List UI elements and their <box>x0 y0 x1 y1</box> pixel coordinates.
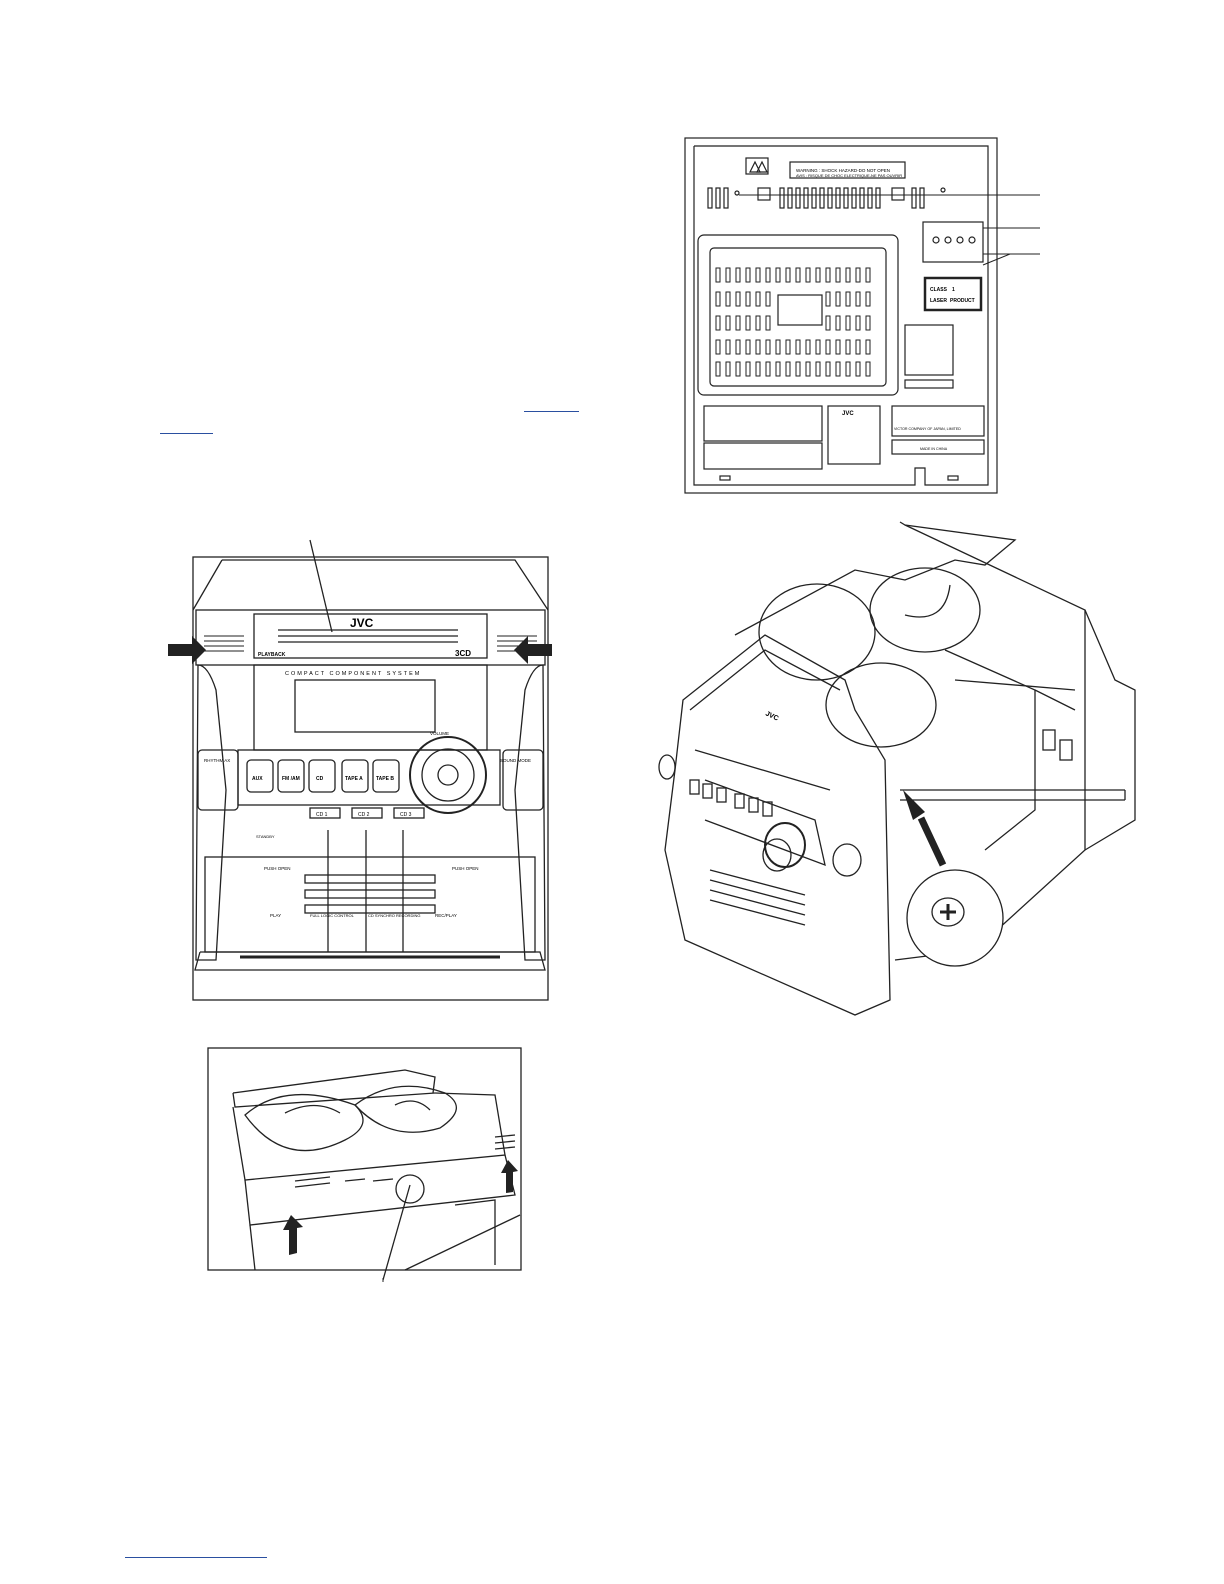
push-open-right: PUSH OPEN <box>452 866 479 871</box>
front-unit-figure: JVC COMPACT COMPONENT SYSTEM PLAYBACK 3C… <box>168 539 552 1001</box>
cd-tray-closeup-figure <box>207 1047 522 1281</box>
product-label: PRODUCT <box>950 298 975 304</box>
push-open-left: PUSH OPEN <box>264 866 291 871</box>
rear-brand: JVC <box>842 411 854 417</box>
rear-panel-figure: WARNING : SHOCK HAZARD-DO NOT OPEN AVIS … <box>684 137 1040 494</box>
cd-button: CD <box>316 776 324 782</box>
cd1-button: CD 1 <box>316 812 328 818</box>
laser-label: LASER <box>930 298 947 304</box>
standby-label: STANDBY <box>256 834 275 839</box>
made-in-text: MADE IN CHINA <box>920 447 948 451</box>
class-label: CLASS <box>930 287 948 293</box>
recording-label: CD SYNCHRO RECORDING <box>368 913 420 918</box>
tray-callout-leader <box>382 1278 384 1282</box>
volume-label: VOLUME <box>430 731 449 736</box>
warning-line1: WARNING : SHOCK HAZARD-DO NOT OPEN <box>796 168 890 173</box>
full-logic-label: FULL LOGIC CONTROL <box>310 913 355 918</box>
play-label: PLAY <box>270 913 281 918</box>
3cd-label: 3CD <box>455 649 471 658</box>
fmam-button: FM /AM <box>282 776 300 782</box>
tape-a-button: TAPE A <box>345 776 363 782</box>
aux-button: AUX <box>252 776 263 782</box>
tape-b-button: TAPE B <box>376 776 394 782</box>
link-underline-bottom[interactable] <box>125 1557 267 1558</box>
system-label: COMPACT COMPONENT SYSTEM <box>285 671 421 677</box>
playback-label: PLAYBACK <box>258 652 286 658</box>
link-underline-upper-left[interactable] <box>160 433 213 434</box>
warning-line2: AVIS : RISQUE DE CHOC ELECTRIQUE-NE PAS … <box>796 173 902 178</box>
rhythm-ax-label: RHYTHM AX <box>204 758 230 763</box>
maker-text: VICTOR COMPANY OF JAPAN, LIMITED <box>894 427 961 431</box>
front-brand: JVC <box>350 616 374 630</box>
class-label-number: 1 <box>952 287 955 293</box>
rec-play-label: REC/PLAY <box>435 913 457 918</box>
cd2-button: CD 2 <box>358 812 370 818</box>
cd3-button: CD 3 <box>400 812 412 818</box>
sound-mode-label: SOUND MODE <box>500 758 531 763</box>
link-underline-upper-right[interactable] <box>524 411 579 412</box>
chassis-perspective-figure: JVC <box>658 521 1136 1016</box>
chassis-brand: JVC <box>764 710 779 722</box>
